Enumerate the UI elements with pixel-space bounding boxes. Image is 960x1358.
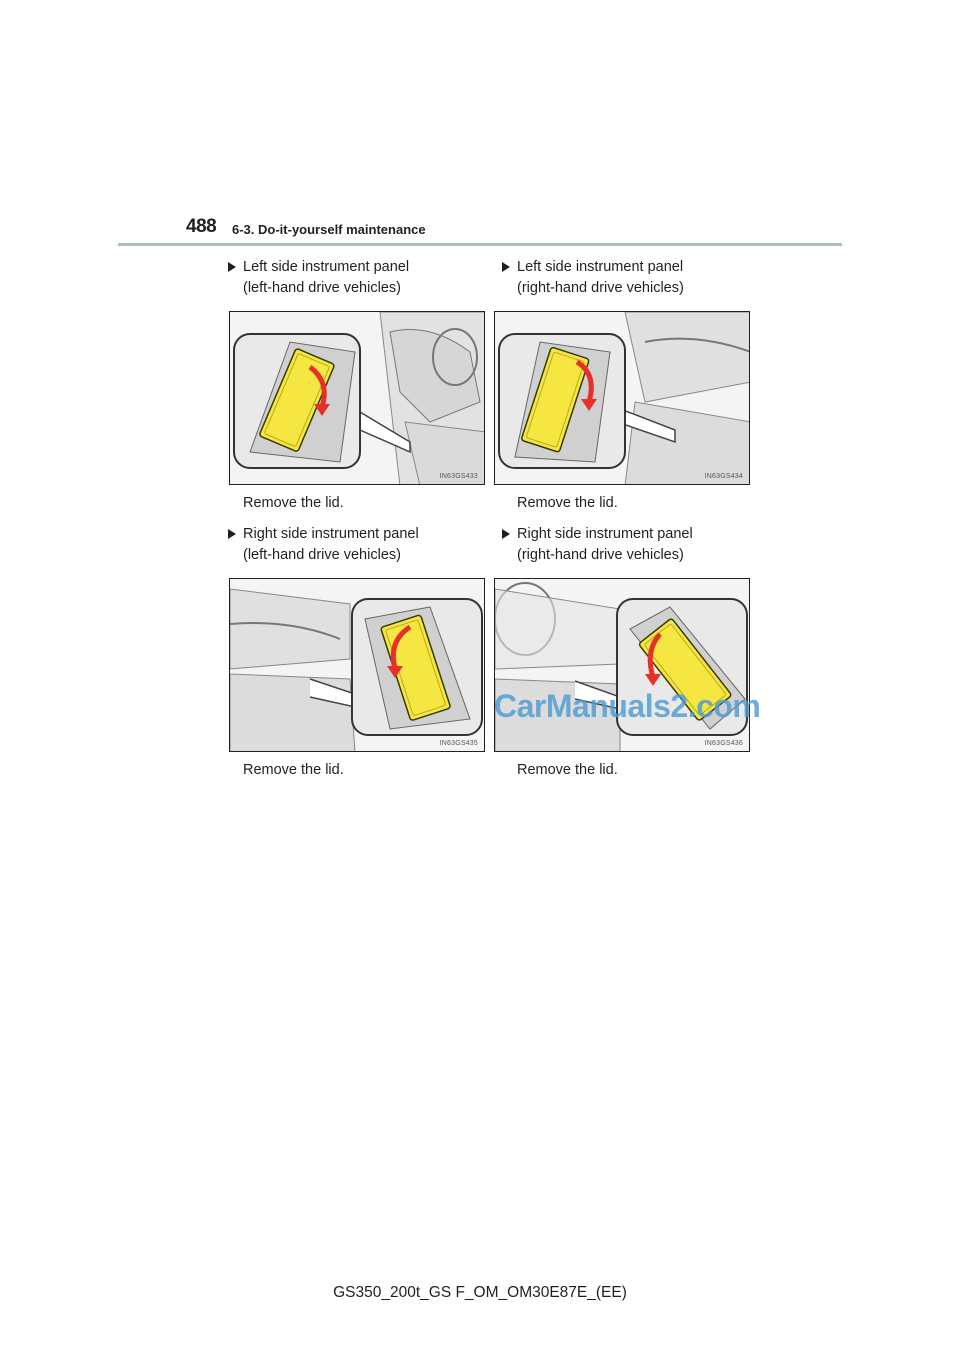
- heading-line-1: Right side instrument panel: [517, 526, 693, 542]
- panel-heading-right-rhd: Right side instrument panel (right-hand …: [502, 524, 767, 566]
- panel-heading-left-rhd: Left side instrument panel (right-hand d…: [502, 257, 767, 299]
- figure-left-panel-rhd: IN63GS434: [494, 311, 750, 485]
- heading-line-1: Left side instrument panel: [517, 259, 684, 275]
- header-rule: [118, 243, 842, 246]
- heading-line-2: (right-hand drive vehicles): [517, 280, 684, 296]
- section-title: 6-3. Do-it-yourself maintenance: [232, 222, 426, 237]
- figure-code: IN63GS434: [704, 473, 743, 480]
- panel-caption: Remove the lid.: [517, 495, 618, 511]
- page-footer: GS350_200t_GS F_OM_OM30E87E_(EE): [333, 1284, 627, 1301]
- figure-left-panel-lhd: IN63GS433: [229, 311, 485, 485]
- bullet-triangle-icon: [228, 262, 236, 272]
- page-number: 488: [186, 216, 217, 237]
- panel-caption: Remove the lid.: [517, 762, 618, 778]
- bullet-triangle-icon: [502, 262, 510, 272]
- panel-heading-left-lhd: Left side instrument panel (left-hand dr…: [228, 257, 493, 299]
- figure-right-panel-rhd: IN63GS436: [494, 578, 750, 752]
- heading-line-2: (left-hand drive vehicles): [243, 280, 401, 296]
- figure-code: IN63GS433: [439, 473, 478, 480]
- watermark: CarManuals2.com: [494, 688, 761, 724]
- illustration-left-panel-lhd: [230, 312, 484, 484]
- figure-code: IN63GS435: [439, 740, 478, 747]
- heading-line-2: (right-hand drive vehicles): [517, 547, 684, 563]
- bullet-triangle-icon: [502, 529, 510, 539]
- heading-line-1: Right side instrument panel: [243, 526, 419, 542]
- figure-right-panel-lhd: IN63GS435: [229, 578, 485, 752]
- heading-line-1: Left side instrument panel: [243, 259, 410, 275]
- figure-code: IN63GS436: [704, 740, 743, 747]
- panel-caption: Remove the lid.: [243, 495, 344, 511]
- bullet-triangle-icon: [228, 529, 236, 539]
- panel-caption: Remove the lid.: [243, 762, 344, 778]
- panel-heading-right-lhd: Right side instrument panel (left-hand d…: [228, 524, 493, 566]
- illustration-right-panel-lhd: [230, 579, 484, 751]
- heading-line-2: (left-hand drive vehicles): [243, 547, 401, 563]
- illustration-right-panel-rhd: [495, 579, 749, 751]
- illustration-left-panel-rhd: [495, 312, 749, 484]
